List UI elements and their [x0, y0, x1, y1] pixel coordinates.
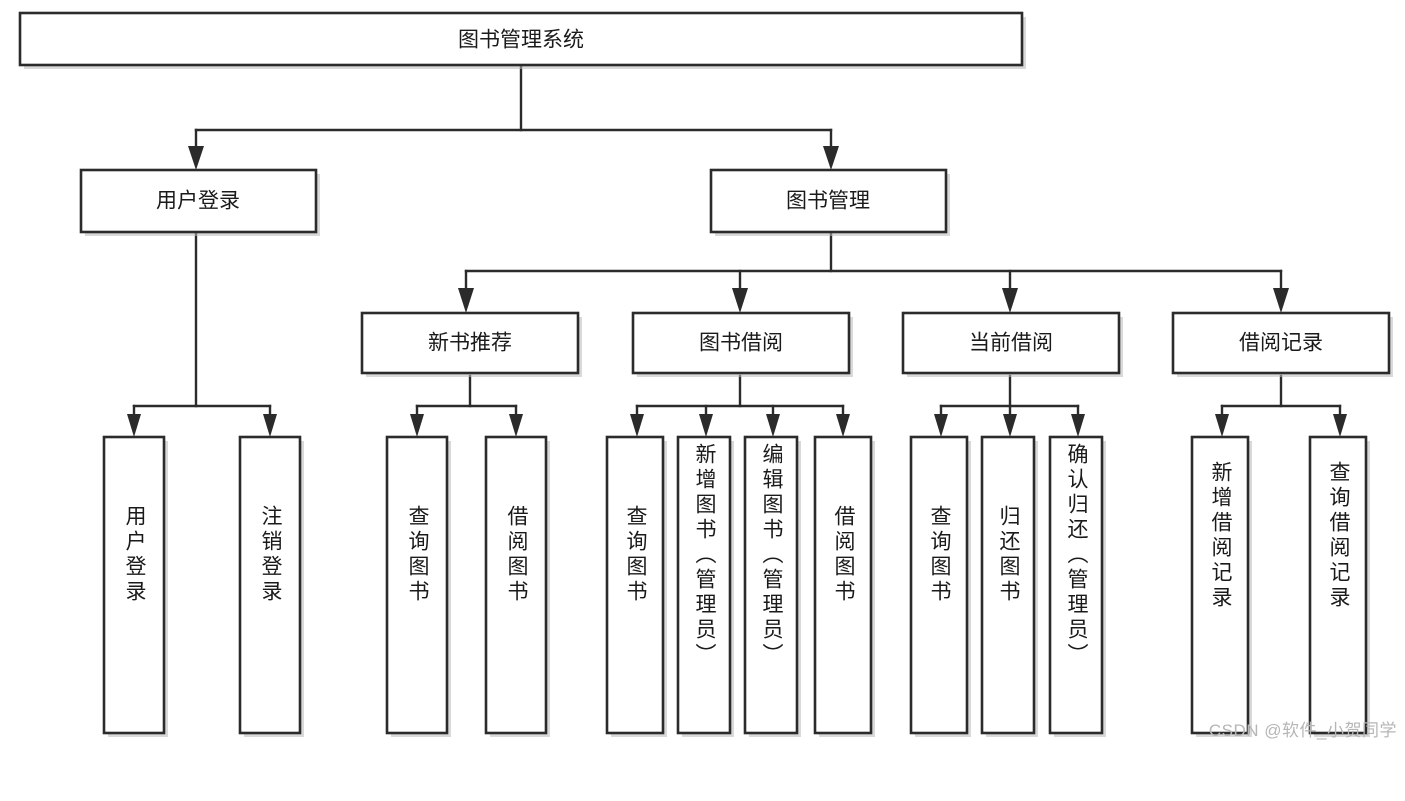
node-leaf-confirm-return-admin[interactable] — [1048, 435, 1106, 737]
node-leaf-edit-book-admin[interactable] — [743, 435, 801, 737]
node-book-borrow[interactable]: 图书借阅 — [631, 311, 853, 377]
hierarchy-diagram-svg: 图书管理系统 用户登录 图书管理 新书推荐 图书借阅 当前借阅 — [18, 11, 1393, 737]
node-new-book-recommend[interactable]: 新书推荐 — [360, 311, 582, 377]
node-current-borrow-label: 当前借阅 — [969, 332, 1053, 355]
node-borrow-record-label: 借阅记录 — [1239, 332, 1323, 355]
connector-borrowrecord-to-leaves — [1215, 374, 1347, 437]
node-leaf-add-book-admin[interactable] — [676, 435, 734, 737]
node-leaf-query-book-1[interactable] — [385, 435, 451, 737]
node-book-management[interactable]: 图书管理 — [709, 168, 950, 236]
node-leaf-logout[interactable] — [238, 435, 304, 737]
node-leaf-add-borrow-record[interactable] — [1190, 435, 1252, 737]
connector-newbook-to-leaves — [410, 374, 523, 437]
node-leaf-query-book-2[interactable] — [605, 435, 667, 737]
node-user-login[interactable]: 用户登录 — [79, 168, 320, 236]
node-book-management-label: 图书管理 — [786, 190, 870, 213]
connector-bookborrow-to-leaves — [630, 374, 850, 437]
node-leaf-borrow-book-2[interactable] — [813, 435, 875, 737]
node-leaf-borrow-book-1[interactable] — [484, 435, 550, 737]
node-user-login-label: 用户登录 — [156, 190, 240, 213]
csdn-watermark: CSDN @软件_小贺同学 — [1208, 721, 1397, 740]
connector-userlogin-to-leaves — [127, 230, 277, 437]
node-borrow-record[interactable]: 借阅记录 — [1171, 311, 1393, 377]
node-leaf-return-book[interactable] — [980, 435, 1038, 737]
node-leaf-query-book-3[interactable] — [909, 435, 971, 737]
connector-currentborrow-to-leaves — [934, 374, 1085, 437]
diagram-canvas: 图书管理系统 用户登录 图书管理 新书推荐 图书借阅 当前借阅 — [18, 11, 1397, 740]
node-book-borrow-label: 图书借阅 — [699, 332, 783, 355]
node-leaf-query-borrow-record[interactable] — [1308, 435, 1370, 737]
node-new-book-recommend-label: 新书推荐 — [428, 332, 512, 355]
connector-root-to-level2 — [188, 64, 839, 170]
connector-bookmgmt-to-level3 — [458, 230, 1289, 313]
node-root-book-management-system[interactable]: 图书管理系统 — [18, 11, 1026, 69]
node-current-borrow[interactable]: 当前借阅 — [901, 311, 1123, 377]
node-leaf-user-login-action[interactable] — [102, 435, 168, 737]
node-root-label: 图书管理系统 — [458, 29, 584, 52]
